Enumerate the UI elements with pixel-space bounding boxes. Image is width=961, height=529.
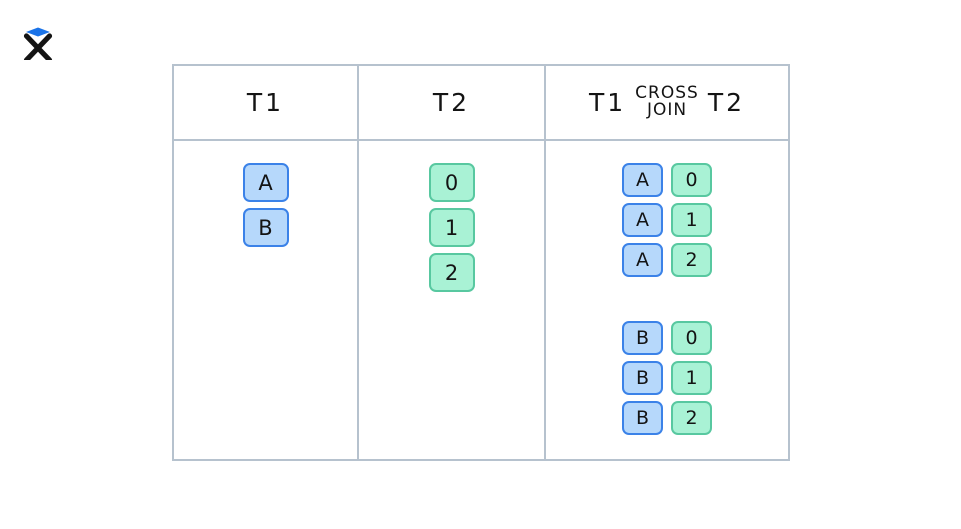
cross-join-operator-line2: JOIN bbox=[646, 99, 688, 120]
app-logo bbox=[18, 20, 58, 63]
cross-join-pair-row: B 0 bbox=[622, 321, 712, 355]
pair-right-box: 2 bbox=[671, 401, 712, 435]
pair-left-box: A bbox=[622, 203, 663, 237]
t2-value-box: 2 bbox=[428, 253, 475, 292]
column-body-cross-join: A 0 A 1 A 2 B 0 bbox=[546, 141, 788, 459]
pair-left-box: A bbox=[622, 243, 663, 277]
cross-join-table: T1 T2 T1 CROSS JOIN T2 A B bbox=[172, 64, 790, 461]
cross-join-pair-row: A 0 bbox=[622, 163, 712, 197]
cross-join-pair-row: B 2 bbox=[622, 401, 712, 435]
cross-join-result-groups: A 0 A 1 A 2 B 0 bbox=[622, 163, 712, 435]
table-body-row: A B 0 1 2 A 0 A 1 bbox=[174, 141, 788, 459]
t2-value-box: 0 bbox=[428, 163, 475, 202]
cross-join-pair-row: A 1 bbox=[622, 203, 712, 237]
t1-value-box: B bbox=[242, 208, 289, 247]
cross-join-pair-row: A 2 bbox=[622, 243, 712, 277]
pair-left-box: A bbox=[622, 163, 663, 197]
pair-left-box: B bbox=[622, 401, 663, 435]
column-header-t2: T2 bbox=[357, 66, 546, 139]
cross-join-header-left-table: T1 bbox=[588, 88, 627, 117]
column-header-cross-join: T1 CROSS JOIN T2 bbox=[546, 66, 788, 139]
t2-value-stack: 0 1 2 bbox=[428, 163, 475, 292]
t1-value-stack: A B bbox=[242, 163, 289, 247]
pair-left-box: B bbox=[622, 361, 663, 395]
column-body-t1: A B bbox=[174, 141, 357, 459]
column-header-t2-label: T2 bbox=[432, 88, 471, 117]
pair-left-box: B bbox=[622, 321, 663, 355]
pair-right-box: 2 bbox=[671, 243, 712, 277]
cross-join-operator-line1: CROSS bbox=[635, 82, 699, 103]
cross-join-operator: CROSS JOIN bbox=[635, 82, 699, 120]
letter-x-icon bbox=[23, 33, 53, 63]
diamond-icon bbox=[26, 27, 50, 37]
table-header-row: T1 T2 T1 CROSS JOIN T2 bbox=[174, 66, 788, 141]
column-body-t2: 0 1 2 bbox=[357, 141, 546, 459]
t1-value-box: A bbox=[242, 163, 289, 202]
pair-right-box: 0 bbox=[671, 163, 712, 197]
pair-right-box: 1 bbox=[671, 203, 712, 237]
cross-join-group-b: B 0 B 1 B 2 bbox=[622, 321, 712, 435]
cross-join-pair-row: B 1 bbox=[622, 361, 712, 395]
pair-right-box: 1 bbox=[671, 361, 712, 395]
pair-right-box: 0 bbox=[671, 321, 712, 355]
t2-value-box: 1 bbox=[428, 208, 475, 247]
column-header-t1-label: T1 bbox=[246, 88, 285, 117]
cross-join-header-right-table: T2 bbox=[707, 88, 746, 117]
column-header-t1: T1 bbox=[174, 66, 357, 139]
column-header-cross-join-label: T1 CROSS JOIN T2 bbox=[588, 82, 746, 120]
cross-join-group-a: A 0 A 1 A 2 bbox=[622, 163, 712, 277]
